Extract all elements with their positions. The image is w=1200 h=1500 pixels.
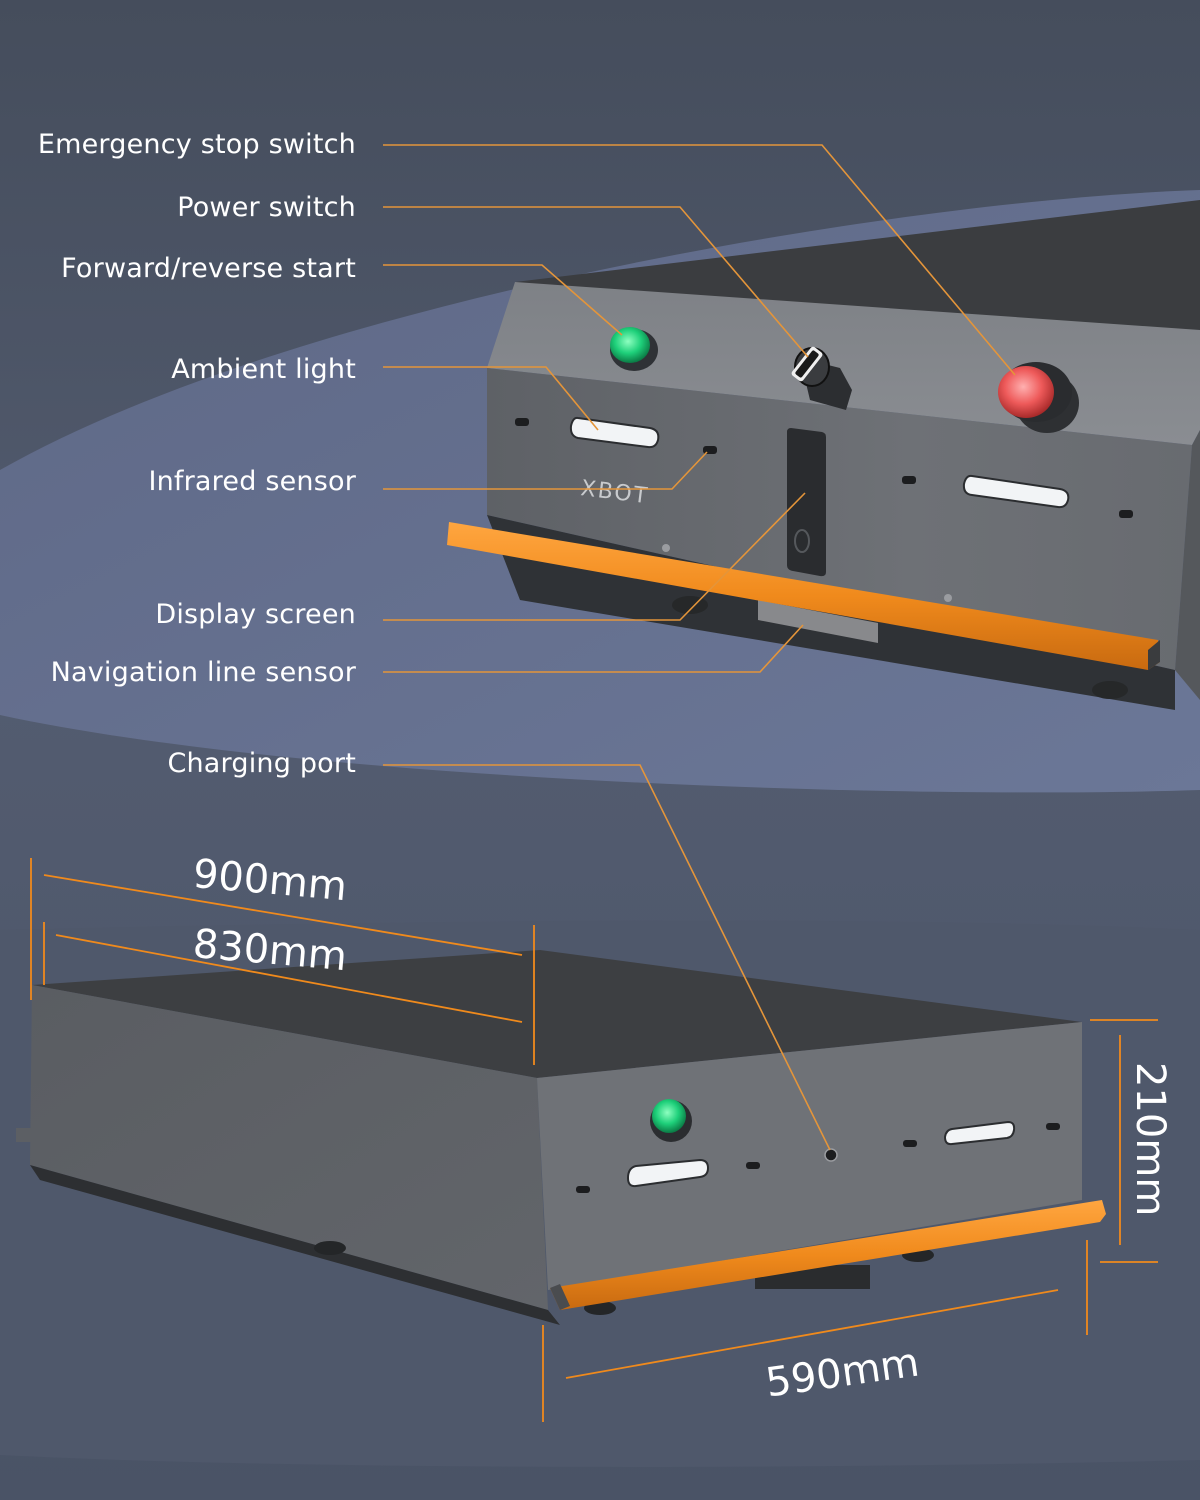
infrared-sensor xyxy=(576,1186,590,1193)
dim-line-830 xyxy=(55,934,523,1023)
display-screen xyxy=(787,428,826,577)
ambient-light-strip-icon xyxy=(626,1158,710,1188)
leader-line-display-screen xyxy=(383,492,806,621)
robot-side-lower xyxy=(30,985,548,1310)
green-start-button-icon xyxy=(610,327,650,363)
navigation-line-sensor xyxy=(758,600,878,643)
infrared-sensor xyxy=(746,1162,760,1169)
leader-line-infrared-sensor xyxy=(383,451,708,490)
leader-lines xyxy=(383,144,1016,1151)
label-infrared-sensor: Infrared sensor xyxy=(148,466,356,497)
robot-front-lower xyxy=(537,1022,1082,1290)
ambient-light-strip-icon xyxy=(962,474,1070,509)
leader-line-forward-reverse xyxy=(383,264,623,336)
infrared-sensor xyxy=(703,446,717,454)
label-display-screen: Display screen xyxy=(155,599,356,630)
display-screen-button xyxy=(794,529,810,553)
infrared-sensor xyxy=(1046,1123,1060,1130)
robot-top-lower xyxy=(32,950,1082,1078)
dim-line-900 xyxy=(43,874,523,956)
label-forward-reverse-start: Forward/reverse start xyxy=(61,253,356,284)
robot-side xyxy=(1175,430,1200,700)
infrared-sensor xyxy=(1119,510,1133,518)
wheel xyxy=(672,596,708,614)
label-emergency-stop-switch: Emergency stop switch xyxy=(37,129,356,160)
collision-bumper xyxy=(550,1200,1106,1310)
leader-line-power-switch xyxy=(383,206,809,358)
dim-line-590 xyxy=(565,1289,1059,1379)
leader-line-charging-port xyxy=(383,764,831,1151)
dimension-lines xyxy=(30,858,1158,1422)
infrared-sensor xyxy=(902,476,916,484)
robot-perspective-view xyxy=(16,950,1106,1325)
leader-line-navigation-sensor xyxy=(383,624,804,673)
collision-bumper xyxy=(447,522,1160,670)
dimension-height-210: 210mm xyxy=(1127,1062,1173,1217)
ambient-light-strip-icon xyxy=(943,1120,1016,1146)
leader-line-emergency-stop xyxy=(383,144,1016,376)
robot-front-view: XBOT xyxy=(447,200,1200,710)
infrared-sensor xyxy=(515,418,529,426)
robot-front-face xyxy=(487,368,1192,670)
label-ambient-light: Ambient light xyxy=(171,354,356,385)
green-start-button-icon xyxy=(652,1099,686,1133)
label-charging-port: Charging port xyxy=(167,748,356,779)
infrared-sensor xyxy=(903,1140,917,1147)
label-navigation-line-sensor: Navigation line sensor xyxy=(50,657,356,688)
leader-line-ambient-light xyxy=(383,366,599,431)
label-power-switch: Power switch xyxy=(177,192,356,223)
wheel xyxy=(1092,681,1128,699)
emergency-stop-button-icon xyxy=(998,366,1054,418)
charging-port xyxy=(824,1148,838,1162)
ambient-light-strip-icon xyxy=(569,416,660,449)
